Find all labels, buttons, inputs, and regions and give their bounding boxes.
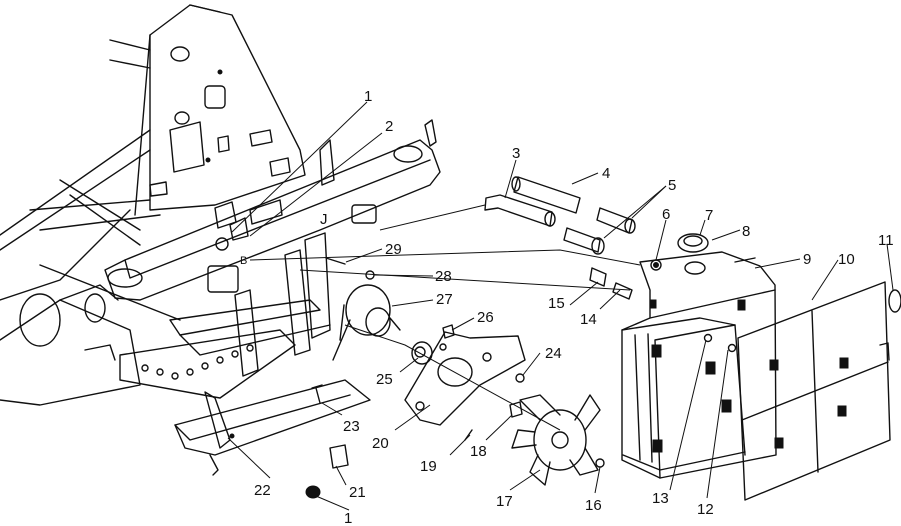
spacer [442,324,455,339]
grommet-1 [305,485,321,499]
callout-2: 2 [385,118,393,135]
vehicle-frame: J B [0,4,441,476]
radiator-hose-straight [511,176,581,214]
radiator-hose-upper [484,194,556,227]
callout-1-lower: 1 [344,510,352,526]
water-pump [332,284,401,361]
callout-26: 26 [477,309,494,326]
callout-11: 11 [878,232,894,249]
callout-24: 24 [545,345,562,362]
frame-mark-b: B [240,255,247,267]
callout-17: 17 [496,493,513,510]
callout-15: 15 [548,295,565,312]
leader-lines [227,101,894,511]
bracket-2 [229,217,249,241]
hose-clamp [650,259,662,271]
o-ring [888,289,901,313]
callout-14: 14 [580,311,597,328]
callout-8: 8 [742,223,750,240]
washer-28 [365,270,375,280]
stud-29 [325,257,346,265]
callout-7: 7 [705,207,713,224]
callout-10: 10 [838,251,855,268]
callout-29: 29 [385,241,402,258]
callout-27: 27 [436,291,453,308]
radiator [621,251,777,479]
callout-19: 19 [420,458,437,475]
spacer-18 [509,401,523,418]
callout-1: 1 [364,88,372,105]
callout-21: 21 [349,484,366,501]
callout-22: 22 [254,482,271,499]
callout-5: 5 [668,177,676,194]
fan-shroud-gasket [404,331,526,426]
nut-24 [515,373,525,383]
radiator-screen [737,281,891,501]
callout-6: 6 [662,206,670,223]
callout-28: 28 [435,268,452,285]
bushing-21 [329,444,349,469]
callout-23: 23 [343,418,360,435]
callout-20: 20 [372,435,389,452]
callout-labels: 1 2 3 4 5 6 7 8 9 10 11 12 13 14 15 16 1… [254,88,894,526]
callout-3: 3 [512,145,520,162]
callout-12: 12 [697,501,714,518]
callout-18: 18 [470,443,487,460]
callout-13: 13 [652,490,669,507]
cooling-fan [511,394,601,486]
callout-25: 25 [376,371,393,388]
hose-connectors [563,207,636,255]
radiator-cap [677,233,709,275]
callout-16: 16 [585,497,602,514]
callout-9: 9 [803,251,811,268]
callout-4: 4 [602,165,610,182]
nut-16 [595,458,605,468]
frame-mark-j: J [320,211,328,228]
bolt-23 [311,384,323,404]
